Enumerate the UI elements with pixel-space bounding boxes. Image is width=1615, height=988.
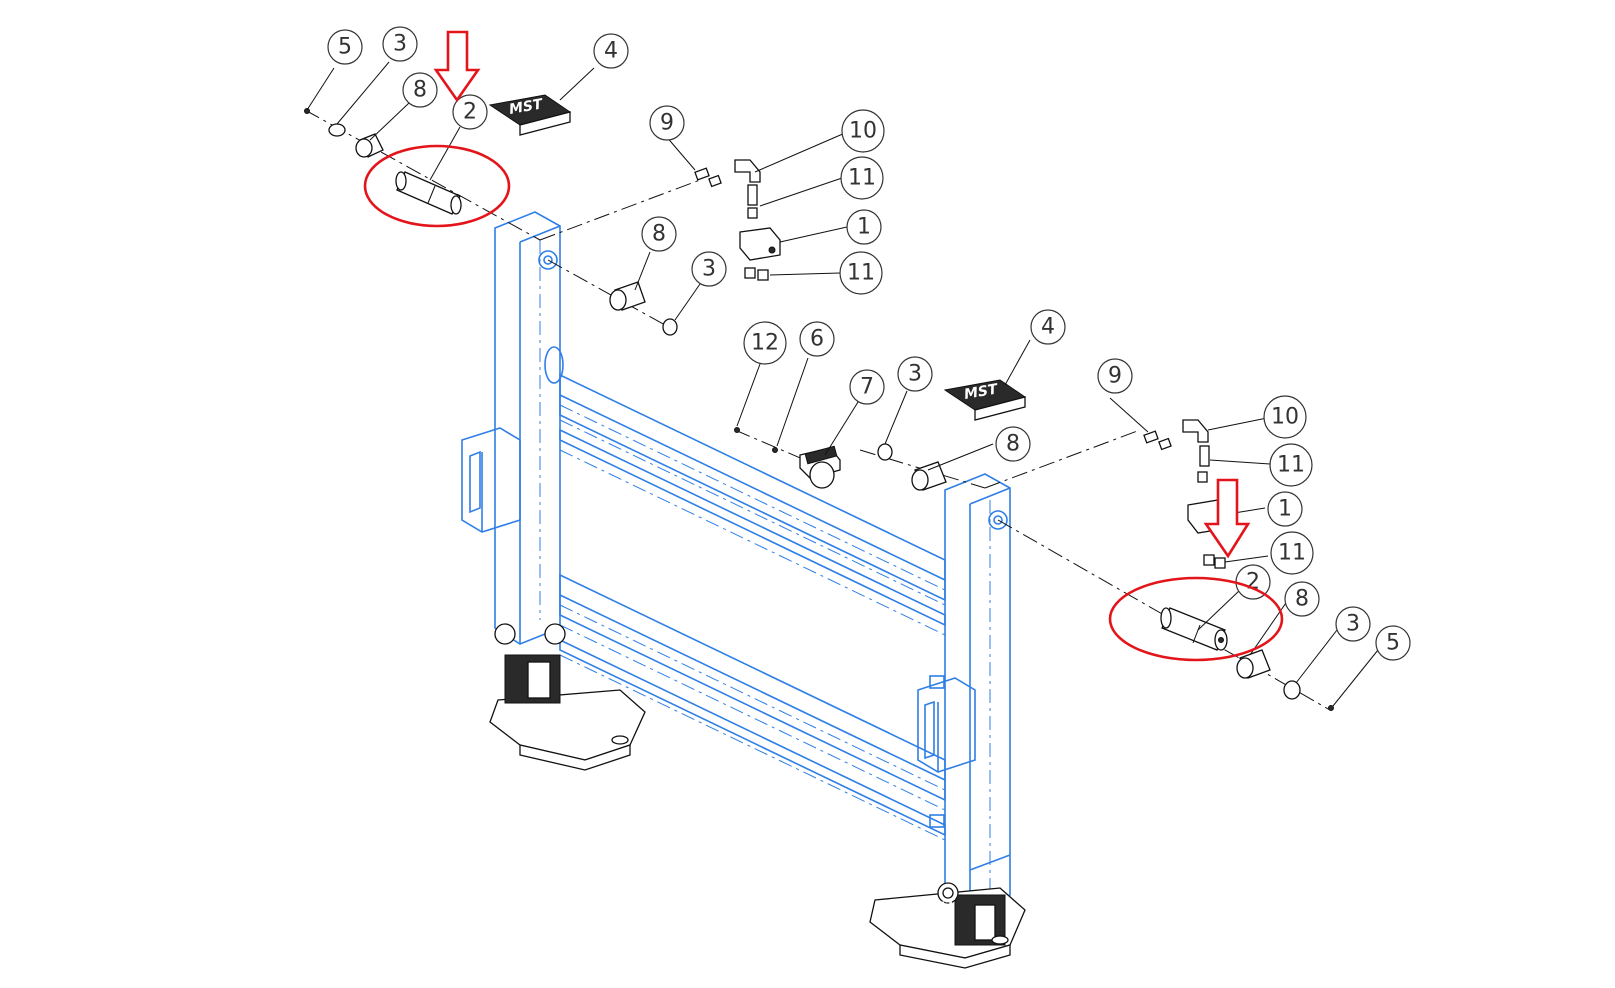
callout-11: 11 bbox=[1269, 443, 1313, 487]
blue-frame bbox=[461, 211, 1011, 912]
svg-text:1: 1 bbox=[857, 215, 871, 240]
svg-text:8: 8 bbox=[1295, 587, 1309, 612]
callout-6: 6 bbox=[799, 321, 835, 357]
callout-8: 8 bbox=[402, 72, 438, 108]
svg-text:11: 11 bbox=[847, 261, 875, 286]
callout-10: 10 bbox=[1263, 395, 1307, 439]
highlight-ellipse-upper bbox=[363, 144, 511, 228]
svg-text:6: 6 bbox=[810, 327, 824, 352]
parts-lower-right bbox=[1160, 607, 1334, 711]
callout-9: 9 bbox=[649, 105, 685, 141]
down-arrow-lower-icon bbox=[1203, 478, 1251, 559]
cap-logo-upper: MST bbox=[508, 96, 545, 118]
highlight-ellipse-lower bbox=[1108, 576, 1284, 662]
callout-11: 11 bbox=[840, 156, 884, 200]
callout-11: 11 bbox=[1270, 531, 1314, 575]
callout-5: 5 bbox=[1375, 625, 1411, 661]
callout-8: 8 bbox=[995, 426, 1031, 462]
svg-text:5: 5 bbox=[338, 35, 352, 60]
fittings-upper bbox=[694, 159, 781, 281]
callout-7: 7 bbox=[849, 369, 885, 405]
fittings-lower bbox=[1143, 419, 1229, 569]
callout-3: 3 bbox=[897, 356, 933, 392]
callout-4: 4 bbox=[1030, 309, 1066, 345]
svg-text:5: 5 bbox=[1386, 631, 1400, 656]
svg-text:1: 1 bbox=[1278, 497, 1292, 522]
svg-text:11: 11 bbox=[1277, 453, 1305, 478]
svg-text:3: 3 bbox=[393, 32, 407, 57]
parts-upper-left: MST bbox=[304, 94, 678, 336]
callout-4: 4 bbox=[593, 33, 629, 69]
svg-text:4: 4 bbox=[604, 39, 618, 64]
caster-hardware bbox=[734, 427, 841, 489]
svg-text:9: 9 bbox=[660, 111, 674, 136]
callout-3: 3 bbox=[691, 251, 727, 287]
parts-center-right: MST bbox=[877, 379, 1027, 491]
svg-text:4: 4 bbox=[1041, 315, 1055, 340]
svg-text:11: 11 bbox=[1278, 541, 1306, 566]
callout-3: 3 bbox=[382, 26, 418, 62]
callout-11: 11 bbox=[839, 251, 883, 295]
callout-3: 3 bbox=[1335, 606, 1371, 642]
callout-10: 10 bbox=[841, 109, 885, 153]
red-annotations bbox=[363, 30, 1284, 662]
callouts: 5 3 8 2 4 9 10 11 1 11 8 3 12 6 7 3 4 8 … bbox=[327, 26, 1411, 661]
svg-text:10: 10 bbox=[849, 119, 877, 144]
svg-text:8: 8 bbox=[1006, 432, 1020, 457]
svg-text:2: 2 bbox=[463, 100, 477, 125]
callout-1: 1 bbox=[846, 209, 882, 245]
callout-8: 8 bbox=[641, 216, 677, 252]
svg-text:7: 7 bbox=[860, 375, 874, 400]
left-foot: MST bbox=[489, 623, 646, 771]
svg-text:3: 3 bbox=[908, 362, 922, 387]
svg-text:3: 3 bbox=[1346, 612, 1360, 637]
down-arrow-upper-icon bbox=[433, 30, 481, 103]
svg-text:9: 9 bbox=[1108, 364, 1122, 389]
callout-9: 9 bbox=[1097, 358, 1133, 394]
leader-lines bbox=[306, 61, 1379, 707]
svg-text:10: 10 bbox=[1271, 405, 1299, 430]
callout-8: 8 bbox=[1284, 581, 1320, 617]
svg-text:8: 8 bbox=[413, 78, 427, 103]
svg-text:11: 11 bbox=[848, 166, 876, 191]
callout-2: 2 bbox=[452, 94, 488, 130]
callout-12: 12 bbox=[743, 321, 787, 365]
cap-logo-lower: MST bbox=[963, 381, 1000, 403]
svg-text:3: 3 bbox=[702, 257, 716, 282]
svg-text:8: 8 bbox=[652, 222, 666, 247]
right-foot: MST bbox=[869, 882, 1026, 969]
callout-1: 1 bbox=[1267, 491, 1303, 527]
svg-text:12: 12 bbox=[751, 331, 779, 356]
callout-5: 5 bbox=[327, 29, 363, 65]
